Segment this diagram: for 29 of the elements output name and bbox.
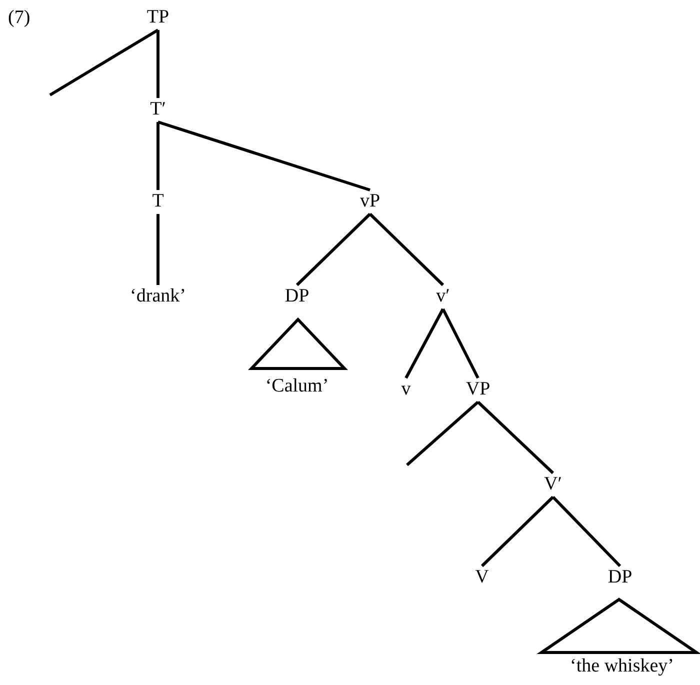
tree-label: v [401, 380, 411, 400]
tree-label: ‘drank’ [130, 286, 186, 308]
tree-label: TP [146, 8, 170, 28]
tree-branch [404, 308, 444, 379]
tree-label: vP [360, 192, 380, 212]
tree-branch [156, 122, 160, 190]
example-number: (7) [8, 8, 30, 29]
tree-branch [476, 400, 554, 474]
tree-branch [49, 28, 159, 96]
tree-branch [368, 212, 444, 286]
tree-branch [406, 400, 479, 466]
tree-label: DP [608, 568, 632, 588]
tree-branch [442, 308, 480, 379]
tree-label: DP [284, 286, 310, 308]
tree-label: v′ [436, 286, 450, 308]
tree-label: T′ [150, 100, 166, 120]
tree-branch [156, 30, 160, 98]
tree-branch [158, 120, 370, 192]
tree-branch [552, 496, 622, 568]
tree-label: ‘the whiskey’ [570, 656, 674, 678]
tree-label: ‘Calum’ [265, 376, 329, 398]
tree-label: VP [466, 380, 490, 400]
triangle [250, 318, 346, 370]
tree-label: V [475, 568, 489, 588]
tree-label: T [152, 192, 164, 212]
tree-branch [296, 212, 372, 286]
tree-label: V′ [544, 474, 562, 496]
tree-branch [480, 496, 554, 568]
tree-branch [156, 214, 160, 285]
